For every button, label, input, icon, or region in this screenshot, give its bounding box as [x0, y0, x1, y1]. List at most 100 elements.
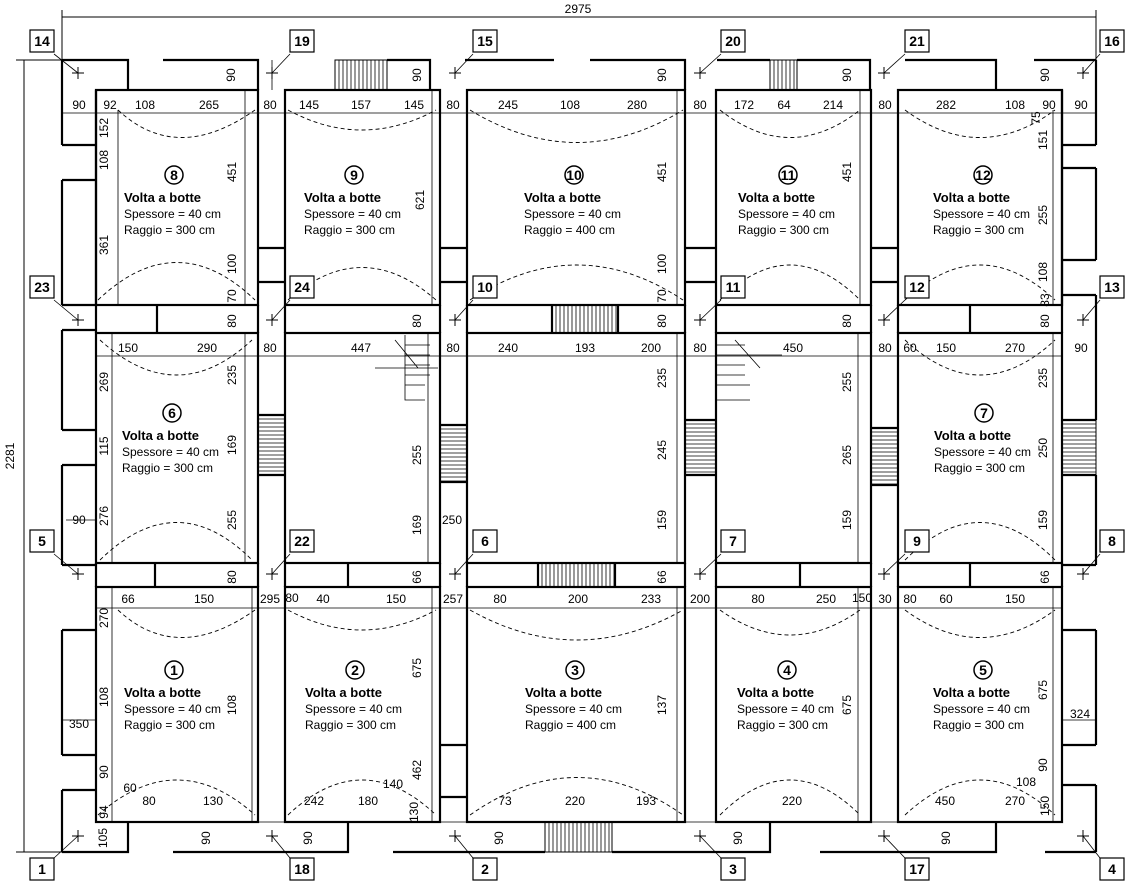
node-label-box	[29, 857, 55, 881]
room-radius: Raggio = 400 cm	[525, 718, 616, 732]
dimension-label: 66	[1038, 570, 1052, 584]
node-20: 20	[694, 29, 746, 79]
dimension-label: 130	[203, 794, 223, 808]
room-vault-type: Volta a botte	[738, 190, 815, 205]
node-label-box	[720, 529, 746, 553]
node-label-box	[1099, 29, 1125, 53]
dimension-label: 80	[493, 592, 507, 606]
dimension-label: 240	[498, 341, 518, 355]
room-number: 6	[168, 405, 176, 421]
node-leader	[699, 835, 722, 859]
node-label: 6	[481, 533, 489, 549]
dimension-label: 90	[224, 68, 238, 82]
node-label: 10	[477, 279, 493, 295]
room-thickness: Spessore = 40 cm	[933, 207, 1030, 221]
node-label-box	[720, 29, 746, 53]
dimension-label: 270	[97, 608, 111, 628]
dimension-label: 90	[72, 98, 86, 112]
dimension-label: 60	[903, 341, 917, 355]
node-2: 2	[449, 830, 498, 881]
dimension-label: 108	[1036, 262, 1050, 282]
node-label-box	[472, 857, 498, 881]
node-22: 22	[266, 529, 315, 580]
node-leader	[699, 299, 722, 321]
dimension-label: 80	[142, 794, 156, 808]
node-label: 2	[481, 861, 489, 877]
dimension-label: 150	[386, 592, 406, 606]
node-leader	[454, 299, 474, 321]
dimension-label: 90	[97, 765, 111, 779]
dimension-label: 100	[225, 254, 239, 274]
dimension-label: 108	[135, 98, 155, 112]
room-number: 9	[350, 167, 358, 183]
dimension-label: 80	[410, 314, 424, 328]
dimension-label: 675	[840, 695, 854, 715]
node-15: 15	[449, 29, 498, 79]
dimension-label: 137	[655, 695, 669, 715]
room-number-circle	[974, 403, 994, 423]
node-10: 10	[449, 275, 498, 326]
dimension-label: 94	[97, 805, 111, 819]
room-number-circle	[565, 660, 585, 680]
dimension-label: 100	[655, 254, 669, 274]
room-number-circle	[164, 660, 184, 680]
dimension-label: 145	[404, 98, 424, 112]
dimension-label: 108	[1016, 775, 1036, 789]
dimension-label: 675	[410, 658, 424, 678]
node-leader	[883, 53, 906, 74]
room-radius: Raggio = 300 cm	[305, 718, 396, 732]
dimension-label: 70	[655, 289, 669, 303]
dimension-label: 200	[690, 592, 710, 606]
node-label: 17	[909, 861, 925, 877]
dimension-label: 150	[936, 341, 956, 355]
dimension-label: 245	[655, 440, 669, 460]
room-thickness: Spessore = 40 cm	[524, 207, 621, 221]
room-thickness: Spessore = 40 cm	[933, 702, 1030, 716]
dimension-label: 150	[852, 591, 872, 605]
room-number-circle	[162, 403, 182, 423]
dimension-label: 73	[498, 794, 512, 808]
node-label: 13	[1104, 279, 1120, 295]
room-radius: Raggio = 300 cm	[934, 461, 1025, 475]
node-label: 4	[1108, 861, 1116, 877]
dimension-label: 80	[878, 341, 892, 355]
node-leader	[883, 835, 906, 859]
room-vault-type: Volta a botte	[305, 685, 382, 700]
node-1: 1	[29, 830, 84, 881]
dimension-label: 169	[225, 435, 239, 455]
room-thickness: Spessore = 40 cm	[525, 702, 622, 716]
dimension-label: 159	[840, 510, 854, 530]
dimension-label: 150	[1005, 592, 1025, 606]
dimension-label: 235	[655, 368, 669, 388]
node-label-box	[904, 857, 930, 881]
dimension-label: 92	[103, 98, 117, 112]
node-leader	[699, 53, 722, 74]
node-4: 4	[1077, 830, 1125, 881]
node-leader	[1082, 835, 1101, 859]
dimension-label: 130	[407, 802, 421, 822]
node-label-box	[904, 529, 930, 553]
node-label: 15	[477, 33, 493, 49]
room-number-circle	[973, 165, 993, 185]
room-radius: Raggio = 300 cm	[933, 223, 1024, 237]
node-16: 16	[1077, 29, 1125, 79]
dimension-label: 462	[410, 760, 424, 780]
node-21: 21	[878, 29, 930, 79]
dimension-label: 450	[783, 341, 803, 355]
dimension-label: 282	[936, 98, 956, 112]
room-number: 8	[170, 167, 178, 183]
node-leader	[1082, 53, 1101, 74]
node-label-box	[472, 275, 498, 299]
dimension-label: 80	[878, 98, 892, 112]
dimension-label: 40	[316, 592, 330, 606]
dimension-label: 270	[1005, 794, 1025, 808]
dimension-label: 90	[492, 831, 506, 845]
node-8: 8	[1077, 529, 1125, 580]
node-label-box	[904, 275, 930, 299]
